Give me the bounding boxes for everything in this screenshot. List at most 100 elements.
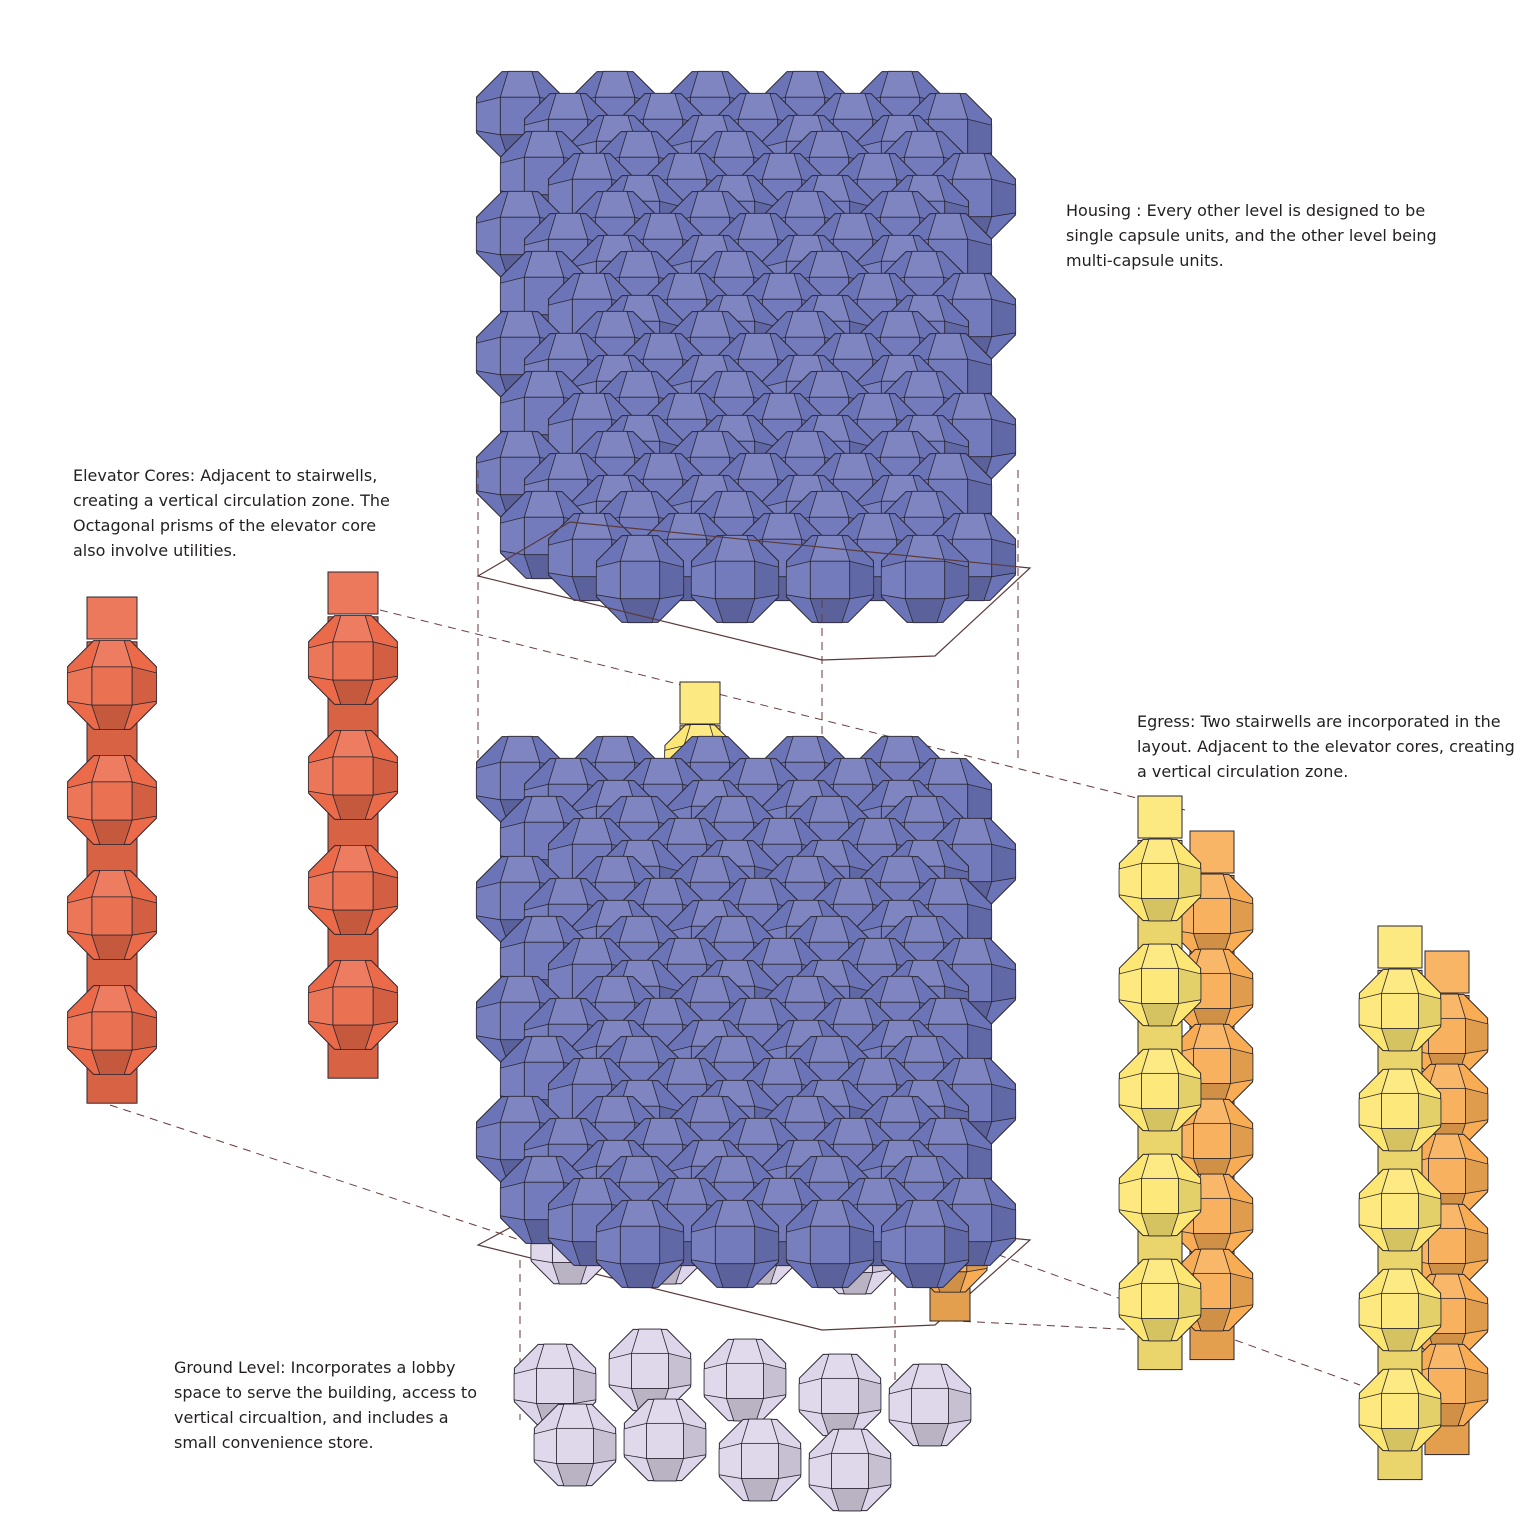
capsule-front-facet [904, 560, 946, 600]
capsule-side-facet [1230, 1197, 1254, 1234]
capsule-side-facet [659, 1225, 685, 1265]
capsule-side-facet [1178, 1177, 1202, 1214]
capsule-unit [66, 639, 158, 731]
capsule-side-facet [307, 641, 334, 681]
capsule-side-facet [967, 118, 993, 158]
capsule-bottom-facet [332, 1024, 374, 1051]
capsule-bottom-facet [1140, 898, 1180, 922]
capsule-front-facet [726, 1362, 764, 1399]
capsule-unit [1358, 1268, 1442, 1352]
capsule-side-facet [1230, 1272, 1254, 1309]
capsule-unit [798, 1353, 882, 1437]
capsule-side-facet [785, 1225, 811, 1265]
capsule-side-facet [499, 821, 525, 861]
capsule-unit [307, 729, 399, 821]
tower-cap [1377, 925, 1423, 969]
capsule-side-facet [1118, 862, 1142, 899]
capsule-side-facet [991, 418, 1017, 458]
capsule-side-facet [1118, 967, 1142, 1004]
capsule-side-facet [499, 1061, 525, 1101]
capsule-unit [307, 844, 399, 936]
guide-line [109, 1104, 521, 1241]
capsule-side-facet [533, 1427, 557, 1464]
capsule-side-facet [1418, 1292, 1442, 1329]
capsule-side-facet [690, 1225, 716, 1265]
capsule-side-facet [967, 1143, 993, 1183]
capsule-bottom-facet [1380, 1028, 1420, 1052]
capsule-side-facet [868, 1452, 892, 1489]
capsule-side-facet [307, 756, 334, 796]
capsule-side-facet [475, 1121, 501, 1161]
capsule-front-facet [1141, 1282, 1179, 1319]
capsule-side-facet [888, 1387, 912, 1424]
capsule-side-facet [475, 216, 501, 256]
capsule-side-facet [1178, 862, 1202, 899]
capsule-side-facet [1358, 1192, 1382, 1229]
capsule-side-facet [991, 178, 1017, 218]
capsule-bottom-facet [555, 1463, 595, 1487]
capsule-front-facet [831, 1452, 869, 1489]
capsule-unit [66, 869, 158, 961]
capsule-side-facet [948, 1387, 972, 1424]
tower-cap [86, 596, 138, 640]
ground-level-annotation: Ground Level: Incorporates a lobby space… [174, 1358, 477, 1452]
capsule-side-facet [475, 761, 501, 801]
capsule-side-facet [1118, 1177, 1142, 1214]
capsule-front-facet [646, 1422, 684, 1459]
elevator-core-towers [66, 571, 399, 1104]
capsule-unit [1118, 1258, 1202, 1342]
capsule-side-facet [1465, 1157, 1489, 1194]
capsule-front-facet [332, 641, 374, 681]
capsule-bottom-facet [1140, 1003, 1180, 1027]
capsule-side-facet [66, 1011, 93, 1051]
capsule-side-facet [372, 986, 399, 1026]
capsule-side-facet [754, 1225, 780, 1265]
capsule-side-facet [595, 560, 621, 600]
capsule-unit [808, 1428, 892, 1512]
capsule-front-facet [556, 1427, 594, 1464]
capsule-side-facet [307, 986, 334, 1026]
capsule-unit [1118, 1153, 1202, 1237]
capsule-side-facet [595, 1225, 621, 1265]
capsule-front-facet [332, 871, 374, 911]
capsule-side-facet [668, 1352, 692, 1389]
capsule-front-facet [91, 666, 133, 706]
capsule-side-facet [372, 756, 399, 796]
capsule-side-facet [808, 1452, 832, 1489]
capsule-unit [307, 959, 399, 1051]
capsule-side-facet [475, 96, 501, 136]
capsule-side-facet [547, 1203, 573, 1243]
capsule-side-facet [967, 903, 993, 943]
capsule-side-facet [880, 1225, 906, 1265]
capsule-bottom-facet [1380, 1128, 1420, 1152]
capsule-bottom-facet [91, 819, 133, 846]
capsule-unit [880, 1199, 970, 1289]
capsule-bottom-facet [645, 1458, 685, 1482]
capsule-side-facet [1118, 1072, 1142, 1109]
capsule-side-facet [690, 560, 716, 600]
capsule-bottom-facet [332, 679, 374, 706]
capsule-bottom-facet [1380, 1228, 1420, 1252]
capsule-side-facet [1358, 1092, 1382, 1129]
capsule-side-facet [608, 1352, 632, 1389]
capsule-bottom-facet [332, 909, 374, 936]
capsule-unit [1358, 1168, 1442, 1252]
capsule-front-facet [1141, 862, 1179, 899]
capsule-side-facet [1118, 1282, 1142, 1319]
capsule-side-facet [66, 666, 93, 706]
tower [307, 571, 399, 1079]
capsule-unit [690, 1199, 780, 1289]
capsule-side-facet [785, 560, 811, 600]
capsule-side-facet [967, 238, 993, 278]
capsule-front-facet [91, 781, 133, 821]
capsule-side-facet [718, 1442, 742, 1479]
capsule-bottom-facet [91, 704, 133, 731]
capsule-side-facet [1418, 1392, 1442, 1429]
capsule-front-facet [904, 1225, 946, 1265]
capsule-unit [1118, 838, 1202, 922]
tower [66, 596, 158, 1104]
capsule-side-facet [991, 1203, 1017, 1243]
capsule-bottom-facet [1192, 1308, 1232, 1332]
capsule-side-facet [1178, 967, 1202, 1004]
